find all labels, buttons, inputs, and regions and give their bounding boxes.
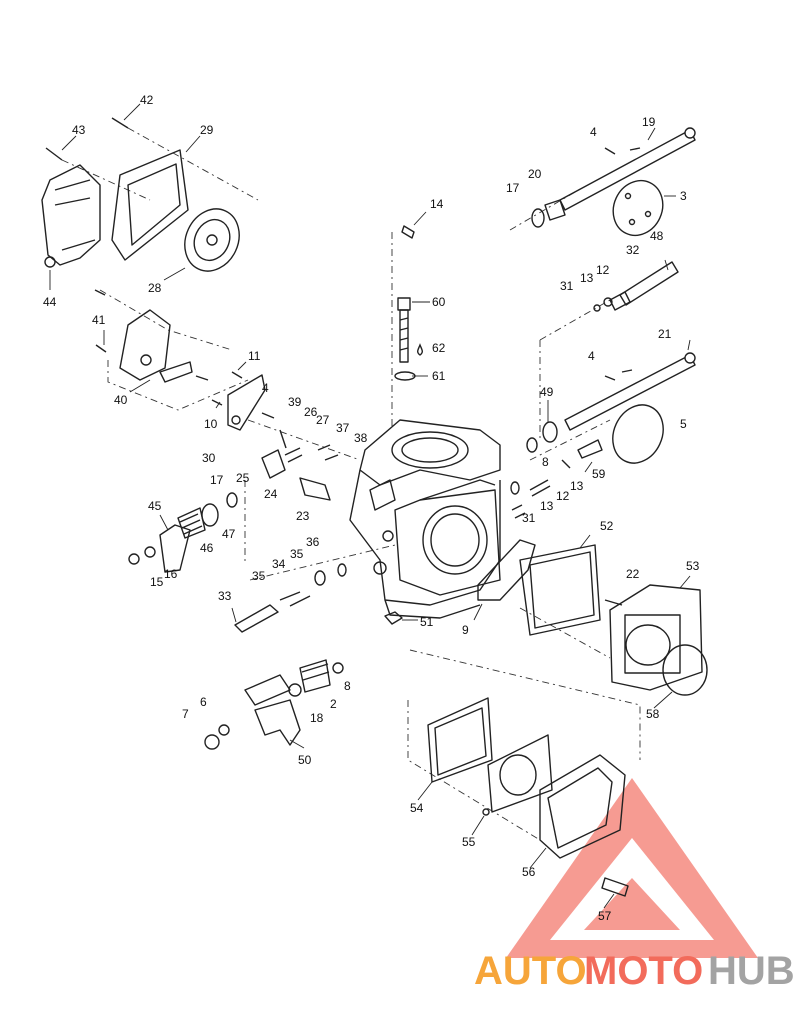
part-label: 13 (580, 271, 594, 285)
part-label: 32 (626, 243, 640, 257)
screw-14 (401, 225, 415, 239)
throttle-shaft-upper (531, 127, 696, 237)
part-label: 7 (182, 707, 189, 721)
part-label: 11 (248, 349, 261, 363)
needle-group-upper (593, 261, 679, 312)
watermark-text: AUTO MOTO HUB (474, 949, 795, 993)
part-label: 6 (200, 695, 207, 709)
part-label: 17 (210, 473, 224, 487)
part-label: 14 (430, 197, 444, 211)
part-label: 25 (236, 471, 250, 485)
part-label: 12 (556, 489, 570, 503)
part-label: 47 (222, 527, 236, 541)
float-link-group (204, 659, 344, 750)
part-label: 44 (43, 295, 57, 309)
part-label: 38 (354, 431, 368, 445)
part-label: 62 (432, 341, 446, 355)
part-label: 9 (462, 623, 469, 637)
part-label: 58 (646, 707, 660, 721)
part-label: 45 (148, 499, 162, 513)
spring-group-right (510, 479, 551, 519)
part-label: 54 (410, 801, 424, 815)
part-label: 31 (522, 511, 536, 525)
part-label: 15 (150, 575, 164, 589)
part-label: 39 (288, 395, 302, 409)
part-label: 27 (316, 413, 330, 427)
part-label: 16 (164, 567, 178, 581)
part-label: 40 (114, 393, 128, 407)
part-label: 50 (298, 753, 312, 767)
part-label: 49 (540, 385, 554, 399)
part-label: 61 (432, 369, 446, 383)
part-label: 24 (264, 487, 278, 501)
part-label: 13 (570, 479, 584, 493)
watermark-word-hub: HUB (708, 949, 795, 993)
part-label: 19 (642, 115, 656, 129)
part-label: 35 (252, 569, 266, 583)
watermark-word-auto: AUTO (474, 949, 587, 993)
part-label: 22 (626, 567, 640, 581)
part-label: 23 (296, 509, 310, 523)
throttle-shaft-lower (526, 352, 696, 469)
part-label: 4 (588, 349, 595, 363)
pilot-screw-group (261, 444, 339, 501)
part-label: 21 (658, 327, 672, 341)
part-label: 5 (680, 417, 687, 431)
adjuster-screw (394, 297, 423, 381)
part-label: 3 (680, 189, 687, 203)
watermark-word-moto: MOTO (584, 949, 703, 993)
part-label: 8 (542, 455, 549, 469)
part-label: 34 (272, 557, 286, 571)
part-labels: 42 43 29 44 28 41 40 11 10 4 39 26 27 37… (43, 93, 700, 923)
part-label: 8 (344, 679, 351, 693)
part-label: 46 (200, 541, 214, 555)
assembly-lines (61, 127, 641, 841)
part-label: 33 (218, 589, 232, 603)
part-label: 18 (310, 711, 324, 725)
part-label: 42 (140, 93, 154, 107)
part-label: 30 (202, 451, 216, 465)
part-label: 26 (304, 405, 318, 419)
part-label: 29 (200, 123, 214, 137)
nut-51 (384, 611, 403, 625)
bottom-cover-group (427, 697, 629, 897)
part-label: 17 (506, 181, 520, 195)
part-label: 48 (650, 229, 664, 243)
part-label: 60 (432, 295, 446, 309)
leader-lines (49, 103, 691, 909)
part-label: 41 (92, 313, 106, 327)
part-label: 13 (540, 499, 554, 513)
idle-adjust-group (128, 492, 347, 633)
part-label: 10 (204, 417, 218, 431)
part-label: 53 (686, 559, 700, 573)
part-label: 28 (148, 281, 162, 295)
part-label: 56 (522, 865, 536, 879)
part-label: 52 (600, 519, 614, 533)
part-label: 59 (592, 467, 606, 481)
cover-plate-group (41, 117, 240, 272)
part-label: 31 (560, 279, 574, 293)
part-label: 43 (72, 123, 86, 137)
part-label: 36 (306, 535, 320, 549)
part-label: 20 (528, 167, 542, 181)
lever-bracket-group (94, 289, 209, 383)
part-label: 37 (336, 421, 350, 435)
gasket-group-right (477, 539, 708, 696)
part-label: 55 (462, 835, 476, 849)
part-label: 12 (596, 263, 610, 277)
linkage-group (211, 371, 287, 449)
part-label: 2 (330, 697, 337, 711)
part-label: 57 (598, 909, 612, 923)
part-label: 35 (290, 547, 304, 561)
part-label: 4 (262, 381, 269, 395)
part-label: 51 (420, 615, 434, 629)
part-label: 4 (590, 125, 597, 139)
watermark-logo (506, 778, 758, 958)
